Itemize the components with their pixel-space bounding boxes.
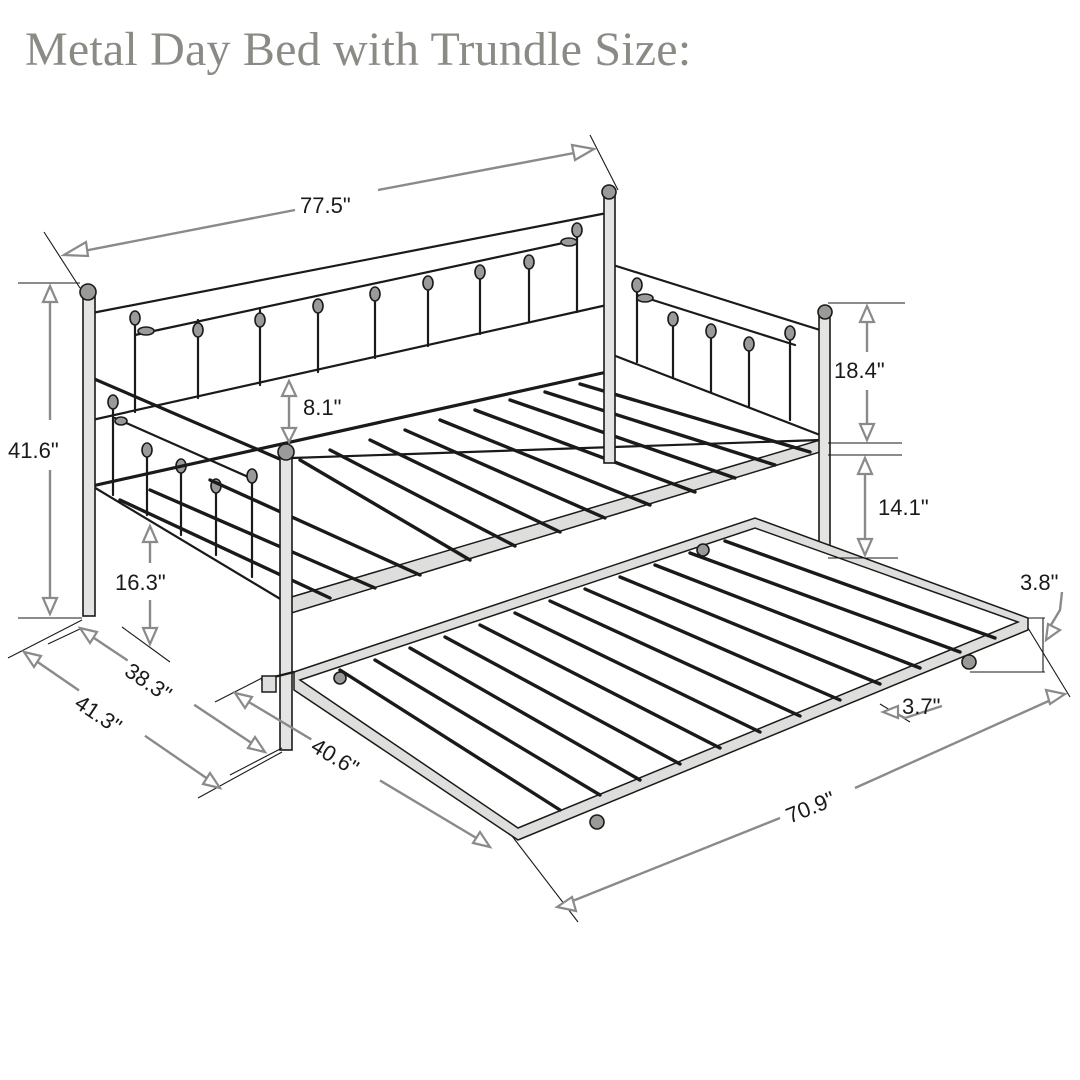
trundle-slats [338,539,997,812]
deck-height-label: 14.1" [878,495,929,520]
right-arm-balusters [631,277,796,422]
page-title: Metal Day Bed with Trundle Size: [25,23,692,76]
dim-overall-height: 41.6" [8,283,59,617]
dim-armrest-height: 18.4" [834,303,885,443]
dim-overall-length: 77.5" [60,143,598,258]
trundle-height-label: 3.8" [1020,570,1058,595]
headboard-above-deck-label: 8.1" [303,395,341,420]
overall-length-label: 77.5" [300,193,351,218]
trundle-rail-gap-label: 3.7" [902,694,940,719]
dim-outer-width: 41.3" [21,650,223,790]
under-clearance-label: 16.3" [115,570,166,595]
overall-height-label: 41.6" [8,438,59,463]
trundle-frame [260,517,1029,841]
back-ornaments [129,222,583,338]
dim-trundle-rail-gap: 3.7" [880,694,943,720]
trundle-casters [333,543,977,830]
dim-headboard-above-deck: 8.1" [280,378,341,445]
left-arm-balusters [107,394,258,579]
dim-under-clearance: 16.3" [115,523,166,647]
deck-slats [118,382,812,600]
dim-deck-height: 14.1" [856,455,929,558]
armrest-height-label: 18.4" [834,358,885,383]
dim-trundle-height: 3.8" [1020,570,1064,672]
